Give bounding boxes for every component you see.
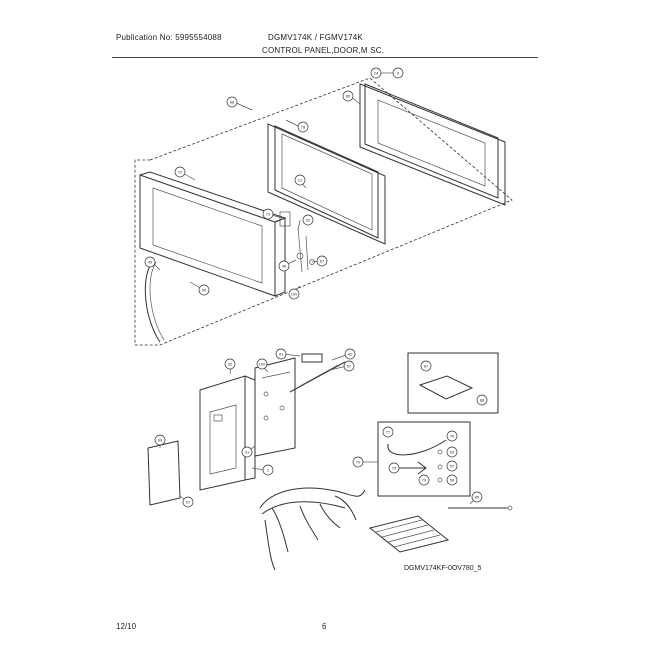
callout-label: 54 [450, 477, 455, 482]
callout-cp1: 32 [224, 358, 236, 370]
callout-cp7: 1 [262, 464, 274, 476]
callout-kit1: 77 [382, 426, 394, 438]
callout-label: 70 [356, 459, 361, 464]
callout-frame: 9 [392, 67, 404, 79]
callout-label: 80 [346, 93, 351, 98]
callout-lbl1: 99 [154, 434, 166, 446]
callout-cp3: 41 [275, 348, 287, 360]
header-rule [112, 57, 538, 58]
callout-hinge5: 48 [278, 260, 290, 272]
callout-label: 57 [450, 463, 455, 468]
callout-lit2: 88 [476, 394, 488, 406]
callout-rod: 85 [471, 491, 483, 503]
callout-kit3: 75 [388, 462, 400, 474]
door-panel [139, 171, 287, 297]
callout-label: 88 [480, 397, 485, 402]
door-assembly-boundary [134, 77, 513, 346]
wire-harness [259, 487, 366, 571]
leader-lines [151, 72, 478, 505]
callout-label: 73 [266, 211, 271, 216]
callout-label: 52 [306, 217, 311, 222]
callout-kit4: 53 [446, 446, 458, 458]
footer-page: 6 [322, 622, 327, 631]
callout-cp4: 42 [344, 348, 356, 360]
rod-shaft [289, 353, 346, 393]
callout-label: 77 [386, 429, 391, 434]
callout-label: 32 [228, 361, 233, 366]
membrane-label [147, 440, 181, 506]
grill-shelf [368, 515, 450, 553]
callout-panel: 80 [342, 90, 354, 102]
callout-kit2: 76 [446, 430, 458, 442]
callout-lbl2: 57 [182, 496, 194, 508]
callout-label: 78 [301, 124, 306, 129]
model-numbers: DGMV174K / FGMV174K [268, 33, 363, 42]
callout-hinge4: 67 [316, 255, 328, 267]
callout-hinge2: 73 [262, 208, 274, 220]
callout-kit5: 57 [446, 460, 458, 472]
callout-corner: 50 [198, 284, 210, 296]
callout-label: 79 [422, 477, 427, 482]
publication-number: Publication No: 5995554088 [116, 33, 222, 42]
footer-date: 12/10 [116, 622, 137, 631]
callout-label: 24 [374, 70, 379, 75]
door-outer-frame [359, 83, 506, 206]
callout-cp6: 31 [241, 446, 253, 458]
callout-bubbles: 24 9 68 80 78 72 21 73 52 67 48 49 50 32 100 41 42 57 31 1 9… [144, 67, 488, 508]
callout-label: 1 [267, 467, 270, 472]
callout-label: 50 [202, 287, 207, 292]
callout-hinge3: 52 [302, 214, 314, 226]
callout-cp2: 100 [256, 358, 268, 370]
callout-label: 87 [424, 363, 429, 368]
callout-label: 109 [291, 291, 298, 296]
callout-pc: 109 [288, 288, 300, 300]
callout-label: 48 [282, 263, 287, 268]
callout-lit1: 87 [420, 360, 432, 372]
callout-label: 72 [178, 169, 183, 174]
callout-label: 9 [397, 70, 400, 75]
callout-label: 21 [298, 177, 303, 182]
callout-label: 85 [475, 494, 480, 499]
callout-label: 42 [348, 351, 353, 356]
door-inner-frame [267, 123, 386, 245]
callout-cord: 49 [144, 256, 156, 268]
callout-cp5: 57 [343, 360, 355, 372]
callout-top: 24 [370, 67, 382, 79]
callout-kitlead: 70 [352, 456, 364, 468]
callout-label: 57 [347, 363, 352, 368]
callout-kit6: 54 [446, 474, 458, 486]
choke-cord [144, 261, 165, 343]
control-panel-housing [199, 375, 256, 491]
callout-hinge1: 21 [294, 174, 306, 186]
hinge-bracket-parts [279, 211, 315, 273]
callout-label: 99 [158, 437, 163, 442]
callout-label: 53 [450, 449, 455, 454]
rod-lower-right [448, 505, 513, 511]
section-title: CONTROL PANEL,DOOR,M SC. [262, 46, 385, 55]
callout-label: 76 [450, 433, 455, 438]
callout-big: 68 [226, 96, 238, 108]
figure-code: DGMV174KF-0OV780_5 [404, 565, 482, 572]
literature-box [407, 352, 499, 414]
callout-label: 75 [392, 465, 397, 470]
callout-label: 57 [186, 499, 191, 504]
callout-door2: 72 [174, 166, 186, 178]
callout-label: 100 [259, 361, 266, 366]
callout-label: 31 [245, 449, 250, 454]
callout-door: 78 [297, 121, 309, 133]
hardware-kit-box [377, 421, 471, 497]
pc-board [254, 357, 296, 457]
callout-label: 41 [279, 351, 284, 356]
callout-kit7: 79 [418, 474, 430, 486]
callout-label: 68 [230, 99, 235, 104]
callout-label: 49 [148, 259, 153, 264]
callout-label: 67 [320, 258, 325, 263]
